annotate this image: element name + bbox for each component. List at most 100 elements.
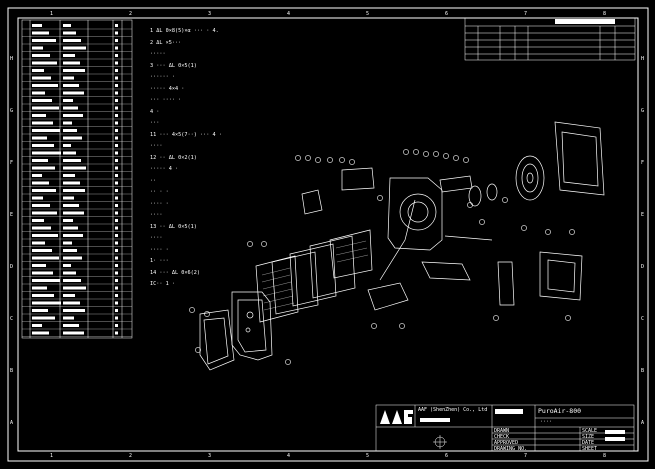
note-line: 12 ·· ΔL 0×2(1) <box>150 154 197 161</box>
grid-label-column: 3 <box>208 11 212 17</box>
grid-label-row: E <box>641 212 645 218</box>
bom-row-text <box>32 234 58 237</box>
note-line: ··· ···· · <box>150 97 182 103</box>
bom-row-spec <box>63 219 73 222</box>
rear-cover <box>367 282 409 311</box>
bom-row-spec <box>63 159 81 162</box>
motor <box>468 185 482 207</box>
bom-row-text <box>32 316 55 320</box>
bom-row-text <box>32 249 52 252</box>
bom-row-text <box>32 181 49 185</box>
base-bracket <box>539 251 583 301</box>
bom-row-qty <box>115 331 118 335</box>
grid-label-row: C <box>10 316 14 322</box>
bom-row-qty <box>115 61 118 65</box>
part-balloon <box>453 155 459 161</box>
bom-row-qty <box>115 301 118 305</box>
filter-2 <box>271 251 319 315</box>
bom-row-spec <box>63 294 75 297</box>
title-block-row-label: DRAWING NO. <box>494 446 528 452</box>
bom-row-spec <box>63 301 80 305</box>
bom-row-qty <box>115 234 118 237</box>
grid-label-column: 1 <box>50 11 54 17</box>
bom-row-spec <box>63 204 79 207</box>
bom-row-text <box>32 61 57 65</box>
grid-label-row: H <box>10 56 14 62</box>
bom-row-qty <box>115 31 118 35</box>
part-balloon <box>204 311 210 317</box>
note-line: ···· <box>150 212 163 218</box>
bom-row-qty <box>115 121 118 125</box>
bom-row-spec <box>63 121 72 125</box>
part-balloon <box>377 195 383 201</box>
note-line: ·· · · <box>150 189 169 195</box>
bom-row-spec <box>63 241 72 245</box>
bom-row-qty <box>115 54 118 57</box>
bom-row-qty <box>115 211 118 215</box>
grid-label-row: H <box>641 56 645 62</box>
bom-row-qty <box>115 256 118 260</box>
part-balloon <box>315 157 321 163</box>
bom-row-text <box>32 136 47 140</box>
bom-row-spec <box>63 136 82 140</box>
bom-row-qty <box>115 84 118 87</box>
bom-row-text <box>32 196 43 200</box>
rail <box>497 261 515 306</box>
control-board <box>421 261 471 281</box>
bom-row-spec <box>63 264 71 267</box>
bom-row-qty <box>115 144 118 147</box>
bom-row-spec <box>63 226 78 230</box>
grid-label-row: D <box>10 264 14 270</box>
sheet-title: ···· <box>540 419 553 425</box>
bom-row-qty <box>115 129 118 132</box>
main-housing <box>387 177 443 251</box>
note-line: ··· <box>150 120 160 126</box>
grid-label-column: 5 <box>366 11 370 17</box>
company-name: AAF (ShenZhen) Co., Ltd <box>418 407 488 413</box>
bom-row-text <box>32 54 50 57</box>
bom-row-text <box>32 301 61 305</box>
note-line: 14 ··· ΔL 0×6(2) <box>150 269 200 276</box>
title-block-bars <box>420 409 625 441</box>
bom-row-qty <box>115 99 118 102</box>
part-balloon <box>545 229 551 235</box>
bom-row-spec <box>63 39 81 42</box>
bom-row-text <box>32 241 45 245</box>
part-balloon <box>285 359 291 365</box>
bom-row-qty <box>115 316 118 320</box>
bom-row-qty <box>115 76 118 80</box>
title-block-row-label: APPROVED <box>494 440 519 446</box>
bom-row-text <box>32 271 53 275</box>
bom-row-qty <box>115 166 118 170</box>
bom-row-qty <box>115 69 118 72</box>
grid-label-column: 4 <box>287 11 291 17</box>
bom-row-qty <box>115 24 118 27</box>
part-balloon <box>295 155 301 161</box>
bom-row-text <box>32 256 59 260</box>
part-balloon <box>565 315 571 321</box>
bom-row-qty <box>115 46 118 50</box>
bom-row-spec <box>63 196 74 200</box>
grid-label-row: B <box>641 368 645 374</box>
bom-table <box>21 19 133 339</box>
revision-header-bar <box>555 19 615 24</box>
grid-label-row: C <box>641 316 645 322</box>
filter-4 <box>309 235 356 299</box>
bom-row-qty <box>115 39 118 42</box>
bom-row-spec <box>63 309 85 312</box>
bom-row-spec <box>63 316 74 320</box>
bom-row-qty <box>115 91 118 95</box>
bom-row-text <box>32 151 61 155</box>
bom-row-text <box>32 99 52 102</box>
bom-row-spec <box>63 69 85 72</box>
bracket <box>301 189 323 215</box>
part-balloon <box>399 323 405 329</box>
bom-row-text <box>32 114 46 117</box>
part-balloon <box>467 202 473 208</box>
bom-row-qty <box>115 241 118 245</box>
bom-row-text <box>32 129 60 132</box>
bom-row-text <box>32 309 48 312</box>
fan-opening <box>399 193 437 231</box>
rear-panel <box>554 121 605 196</box>
